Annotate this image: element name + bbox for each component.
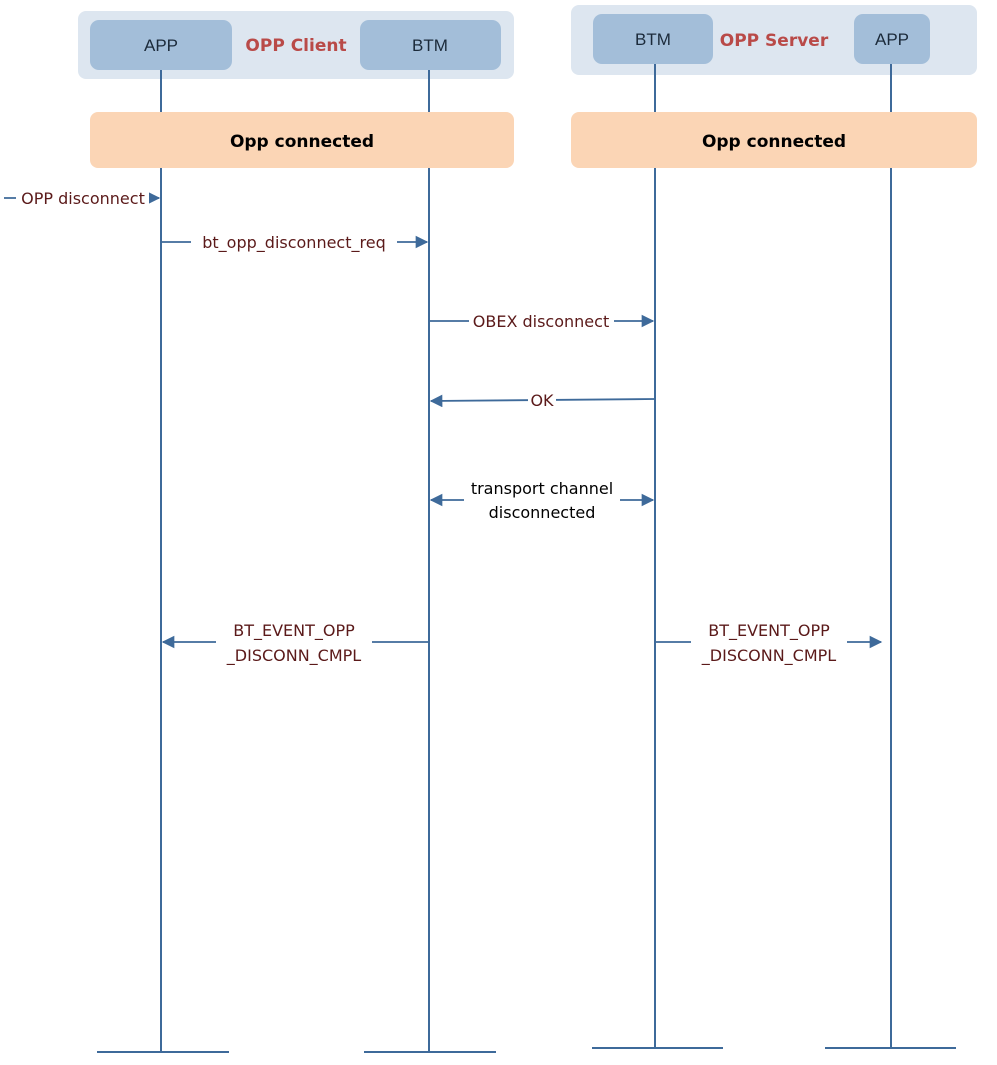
client-btm-box — [360, 20, 501, 70]
disconnect-req-label: bt_opp_disconnect_req — [202, 233, 385, 253]
transport-channel-label-line1: transport channel — [471, 479, 613, 498]
disconnect-req-label-bg — [191, 231, 397, 253]
client-btm-label: BTM — [412, 36, 448, 55]
server-state-label: Opp connected — [702, 132, 846, 152]
server-btm-box — [593, 14, 713, 64]
server-disconn-cmpl-label-line1: BT_EVENT_OPP — [708, 621, 830, 641]
ok-label-bg — [528, 389, 556, 411]
client-app-label: APP — [144, 36, 178, 55]
server-state-box — [571, 112, 977, 168]
server-app-label: APP — [875, 30, 909, 49]
server-app-box — [854, 14, 930, 64]
client-group-title: OPP Client — [245, 36, 346, 56]
client-disconn-cmpl-label-line1: BT_EVENT_OPP — [233, 621, 355, 641]
ok-label: OK — [530, 391, 554, 410]
server-disconn-cmpl-label-bg — [691, 619, 847, 665]
client-disconn-cmpl-label-line2: _DISCONN_CMPL — [226, 646, 362, 666]
opp-disconnect-label: OPP disconnect — [21, 189, 145, 208]
client-disconn-cmpl-label-bg — [216, 619, 372, 665]
server-btm-label: BTM — [635, 30, 671, 49]
transport-channel-label-line2: disconnected — [489, 503, 596, 522]
obex-disconnect-label: OBEX disconnect — [473, 312, 609, 331]
opp-disconnect-label-bg — [16, 187, 149, 209]
server-group-title: OPP Server — [720, 31, 829, 51]
client-state-box — [90, 112, 514, 168]
client-app-box — [90, 20, 232, 70]
client-state-label: Opp connected — [230, 132, 374, 152]
obex-disconnect-label-bg — [469, 310, 614, 332]
transport-channel-label-bg — [464, 477, 620, 523]
server-disconn-cmpl-label-line2: _DISCONN_CMPL — [701, 646, 837, 666]
